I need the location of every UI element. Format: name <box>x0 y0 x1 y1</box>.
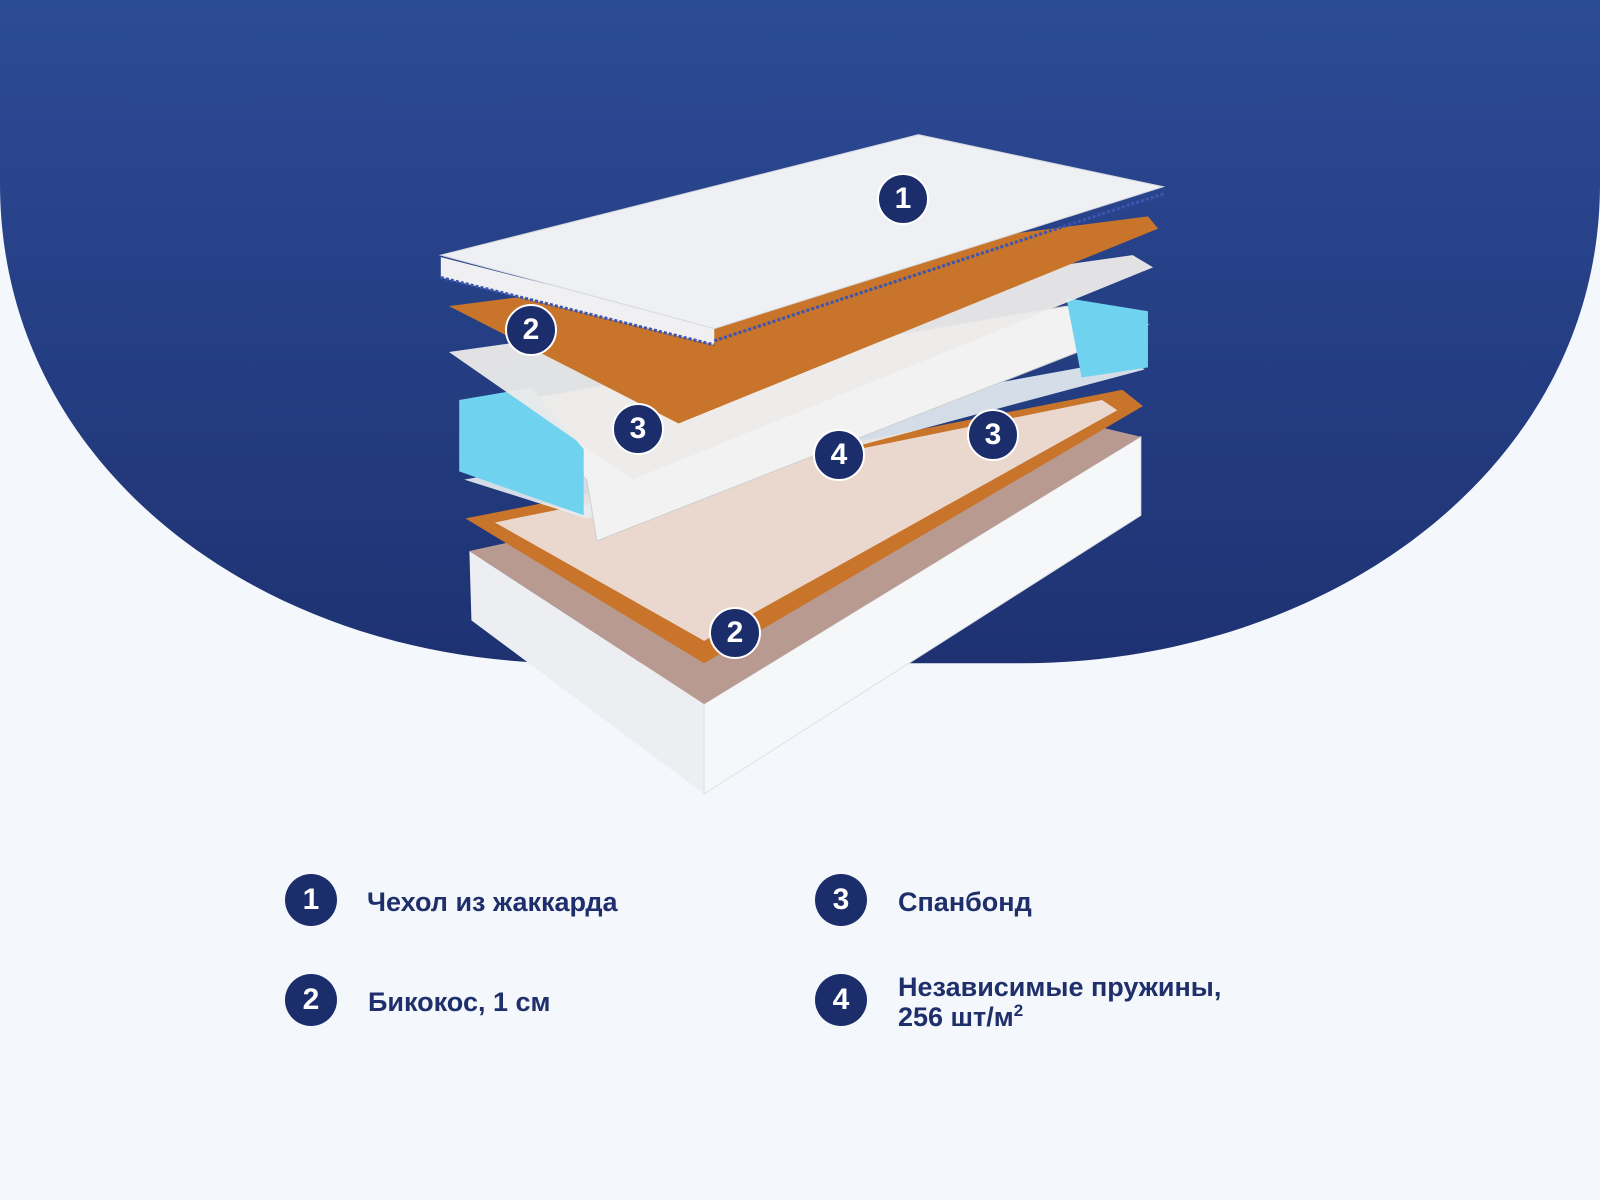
top-cover <box>438 134 1166 330</box>
legend-label-4-line2: 256 шт/м2 <box>898 1002 1221 1032</box>
diagram-marker-2-bottom: 2 <box>709 607 761 659</box>
legend-label-4: Независимые пружины, 256 шт/м2 <box>898 972 1221 1032</box>
top-cover-side <box>440 257 715 345</box>
diagram-marker-1: 1 <box>877 173 929 225</box>
diagram-marker-3-left: 3 <box>612 403 664 455</box>
legend-label-2: Бикокос, 1 см <box>368 987 551 1017</box>
legend-label-4-line1: Независимые пружины, <box>898 972 1222 1002</box>
upper-coir-layer <box>448 216 1159 424</box>
diagram-marker-3-right: 3 <box>967 409 1019 461</box>
unit-superscript: 2 <box>1013 1001 1024 1020</box>
legend-number-3: 3 <box>815 874 867 926</box>
diagram-marker-2-top: 2 <box>505 304 557 356</box>
legend-number-2: 2 <box>285 974 337 1026</box>
base-left-face <box>469 551 705 794</box>
unit-text: 256 шт/м <box>898 1002 1014 1032</box>
legend-number-4: 4 <box>815 974 867 1026</box>
foam-right <box>1066 297 1148 378</box>
diagram-marker-4: 4 <box>813 429 865 481</box>
legend-number-1: 1 <box>285 874 337 926</box>
legend-label-3: Спанбонд <box>898 887 1032 917</box>
legend-label-1: Чехол из жаккарда <box>367 887 618 917</box>
